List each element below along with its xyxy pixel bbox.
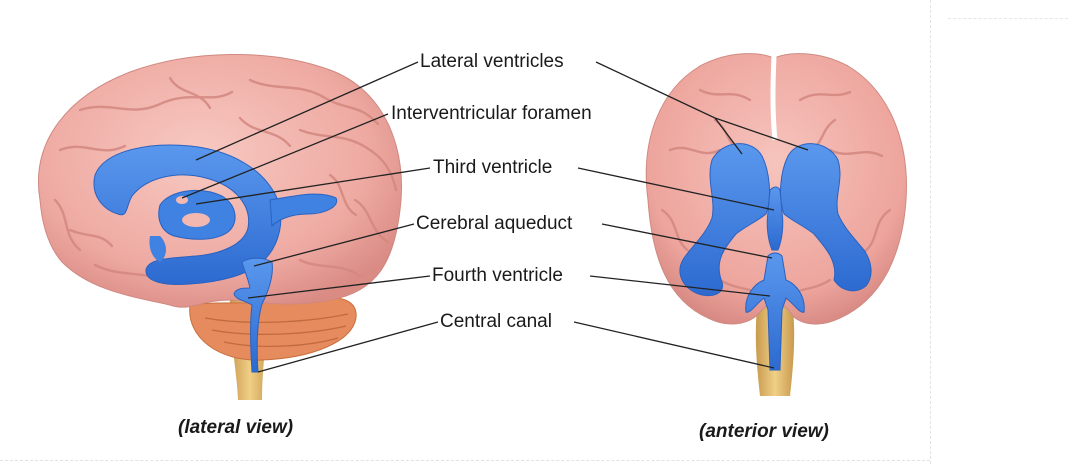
label-central-canal: Central canal — [440, 311, 552, 333]
lateral-view-brain — [38, 54, 401, 400]
label-third-ventricle: Third ventricle — [433, 157, 552, 179]
anterior-view-brain — [646, 54, 906, 396]
label-cerebral-aqueduct: Cerebral aqueduct — [416, 213, 572, 235]
label-fourth-ventricle: Fourth ventricle — [432, 265, 563, 287]
label-lateral-ventricles: Lateral ventricles — [420, 51, 564, 73]
caption-anterior-view: (anterior view) — [699, 421, 829, 443]
leader-central-canal-right — [574, 322, 774, 368]
third-ventricle-anterior — [767, 187, 783, 250]
label-interventricular-foramen: Interventricular foramen — [391, 103, 592, 125]
massa-intermedia-hole — [182, 213, 210, 227]
frame-divider-bottom — [0, 460, 930, 462]
frame-divider-right — [930, 0, 932, 464]
interventricular-foramen-hole — [176, 196, 188, 204]
caption-lateral-view: (lateral view) — [178, 417, 293, 439]
longitudinal-fissure — [773, 56, 775, 140]
frame-divider-top — [948, 18, 1068, 20]
